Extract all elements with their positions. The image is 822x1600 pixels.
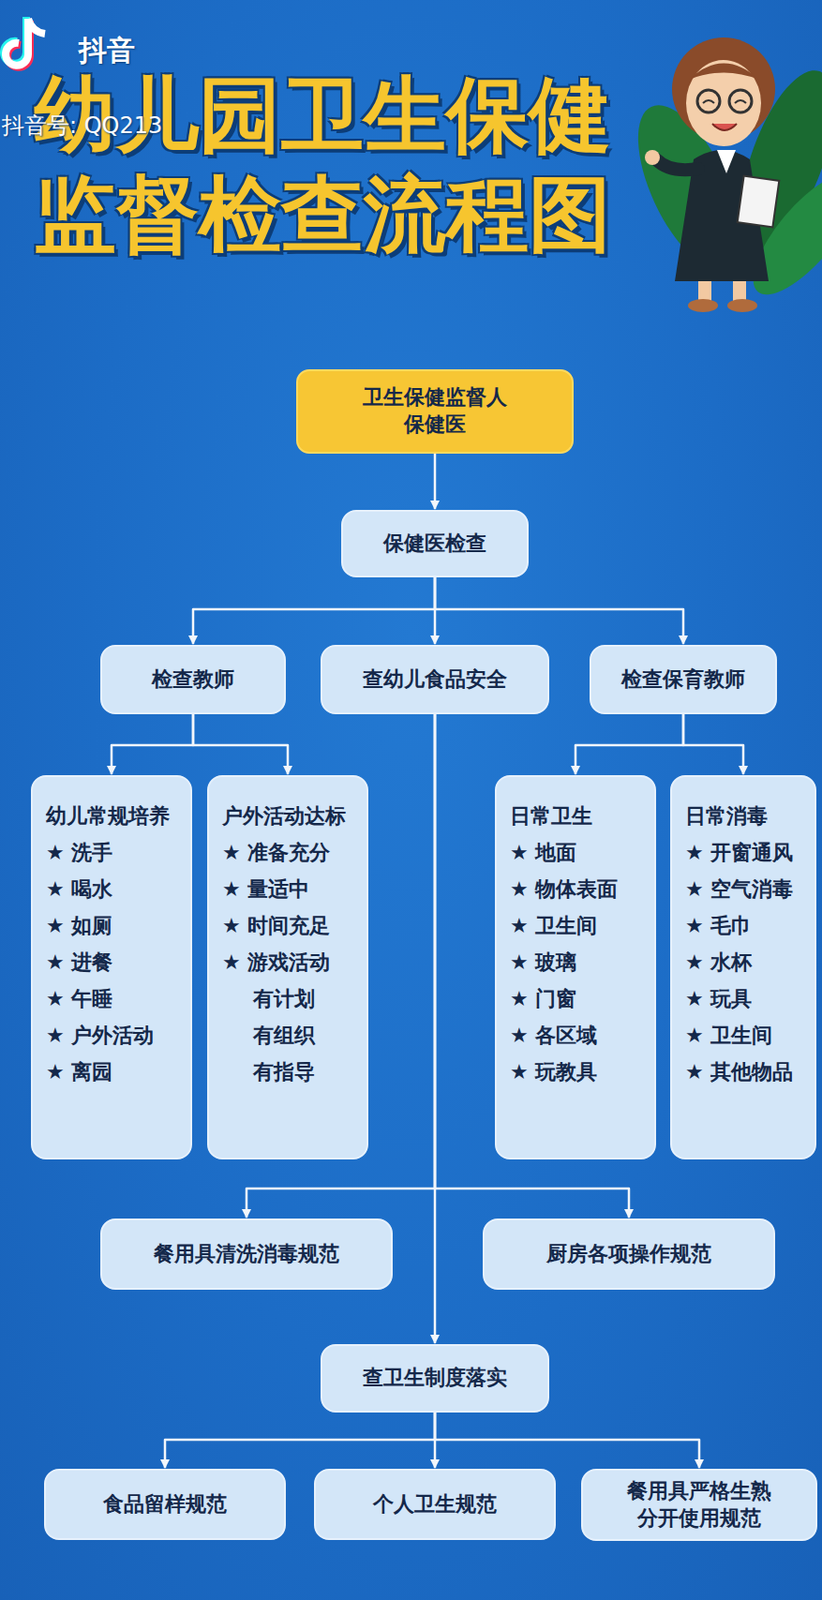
hand (644, 149, 660, 165)
node-label: 食品留样规范 (103, 1491, 227, 1519)
check-item: 有计划 (222, 980, 359, 1017)
check-item: 有组织 (222, 1016, 359, 1054)
node-label: 户外活动达标 (222, 797, 359, 835)
process-box: 保健医检查 (341, 509, 529, 578)
check-item: ★ 地面 (509, 834, 647, 871)
check-item: ★ 毛巾 (685, 907, 808, 944)
logo-stroke (5, 18, 45, 66)
watermark-text: 抖音 (78, 31, 135, 71)
mouth (712, 123, 737, 131)
check-item: ★ 卫生间 (685, 1016, 808, 1054)
node-label: 查卫生制度落实 (362, 1364, 508, 1392)
process-box: 厨房各项操作规范 (482, 1218, 776, 1290)
node-label: 卫生保健监督人 保健医 (356, 384, 513, 438)
collar (717, 149, 736, 174)
node-label: 幼儿常规培养 (45, 797, 183, 835)
check-item: ★ 洗手 (45, 834, 183, 871)
flow-arrow (433, 714, 437, 1344)
diagram-title: 幼儿园卫生保健监督检查流程图 (33, 65, 653, 265)
check-item: ★ 玩教具 (509, 1053, 647, 1091)
process-box: 检查教师 (100, 644, 286, 715)
node-label: 餐用具严格生熟分开使用规范 (622, 1478, 778, 1532)
check-item: ★ 进餐 (45, 943, 183, 981)
check-item: ★ 准备充分 (222, 834, 359, 871)
check-item: ★ 玻璃 (509, 943, 647, 981)
leg (698, 281, 712, 302)
checklist-box: 日常卫生★ 地面★ 物体表面★ 卫生间★ 玻璃★ 门窗★ 各区域★ 玩教具 (494, 775, 657, 1160)
shoe (687, 298, 718, 313)
flow-arrow (193, 577, 435, 644)
node-label: 日常消毒 (685, 797, 808, 835)
process-box: 查卫生制度落实 (320, 1344, 550, 1413)
process-box: 个人卫生规范 (313, 1468, 556, 1540)
shoe (727, 298, 758, 313)
process-box: 食品留样规范 (44, 1468, 286, 1540)
node-label: 个人卫生规范 (373, 1491, 497, 1519)
check-item: ★ 其他物品 (685, 1053, 808, 1091)
book (737, 176, 780, 228)
tiktok-logo (3, 16, 45, 68)
node-label: 检查教师 (151, 666, 235, 694)
check-item: ★ 时间充足 (222, 907, 359, 944)
check-item: 有指导 (222, 1053, 359, 1091)
eyes (702, 100, 747, 104)
flow-arrow (683, 714, 744, 775)
fringe (688, 63, 760, 81)
watermark-text: 抖音号: QQ213 (1, 110, 163, 141)
leg (732, 281, 747, 302)
process-box: 餐用具严格生熟分开使用规范 (581, 1468, 818, 1541)
node-label: 厨房各项操作规范 (546, 1240, 712, 1269)
check-item: ★ 物体表面 (509, 870, 647, 908)
checklist-box: 户外活动达标★ 准备充分★ 量适中★ 时间充足★ 游戏活动有计划有组织有指导 (207, 775, 369, 1160)
node-label: 检查保育教师 (621, 666, 746, 694)
node-label: 查幼儿食品安全 (362, 666, 508, 694)
process-box: 检查保育教师 (589, 644, 778, 715)
check-item: ★ 空气消毒 (685, 870, 808, 908)
check-item: ★ 游戏活动 (222, 943, 359, 981)
check-item: ★ 如厕 (45, 907, 183, 944)
flow-arrow (433, 453, 437, 509)
checklist-box: 幼儿常规培养★ 洗手★ 喝水★ 如厕★ 进餐★ 午睡★ 户外活动★ 离园 (30, 775, 193, 1160)
flow-arrow (193, 714, 288, 775)
node-label: 保健医检查 (383, 530, 487, 558)
flow-arrow (434, 1412, 700, 1468)
check-item: ★ 玩具 (685, 980, 808, 1017)
teacher-cartoon (617, 37, 822, 313)
checklist-box: 日常消毒★ 开窗通风★ 空气消毒★ 毛巾★ 水杯★ 玩具★ 卫生间★ 其他物品 (670, 775, 817, 1160)
start-box: 卫生保健监督人 保健医 (296, 369, 574, 454)
check-item: ★ 各区域 (509, 1016, 647, 1054)
flow-arrow (575, 714, 684, 775)
process-box: 餐用具清洗消毒规范 (100, 1218, 393, 1290)
flow-arrow (164, 1412, 435, 1468)
flow-arrow (434, 577, 684, 644)
check-item: ★ 门窗 (509, 980, 647, 1017)
check-item: ★ 户外活动 (45, 1016, 183, 1054)
check-item: ★ 水杯 (685, 943, 808, 981)
check-item: ★ 开窗通风 (685, 834, 808, 871)
flow-arrow (111, 714, 194, 775)
check-item: ★ 离园 (45, 1053, 183, 1091)
node-label: 日常卫生 (509, 797, 647, 835)
check-item: ★ 卫生间 (509, 907, 647, 944)
process-box: 查幼儿食品安全 (320, 644, 550, 715)
check-item: ★ 量适中 (222, 870, 359, 908)
arm (656, 159, 699, 170)
node-label: 餐用具清洗消毒规范 (153, 1240, 340, 1269)
check-item: ★ 喝水 (45, 870, 183, 908)
face (686, 59, 762, 147)
check-item: ★ 午睡 (45, 980, 183, 1017)
